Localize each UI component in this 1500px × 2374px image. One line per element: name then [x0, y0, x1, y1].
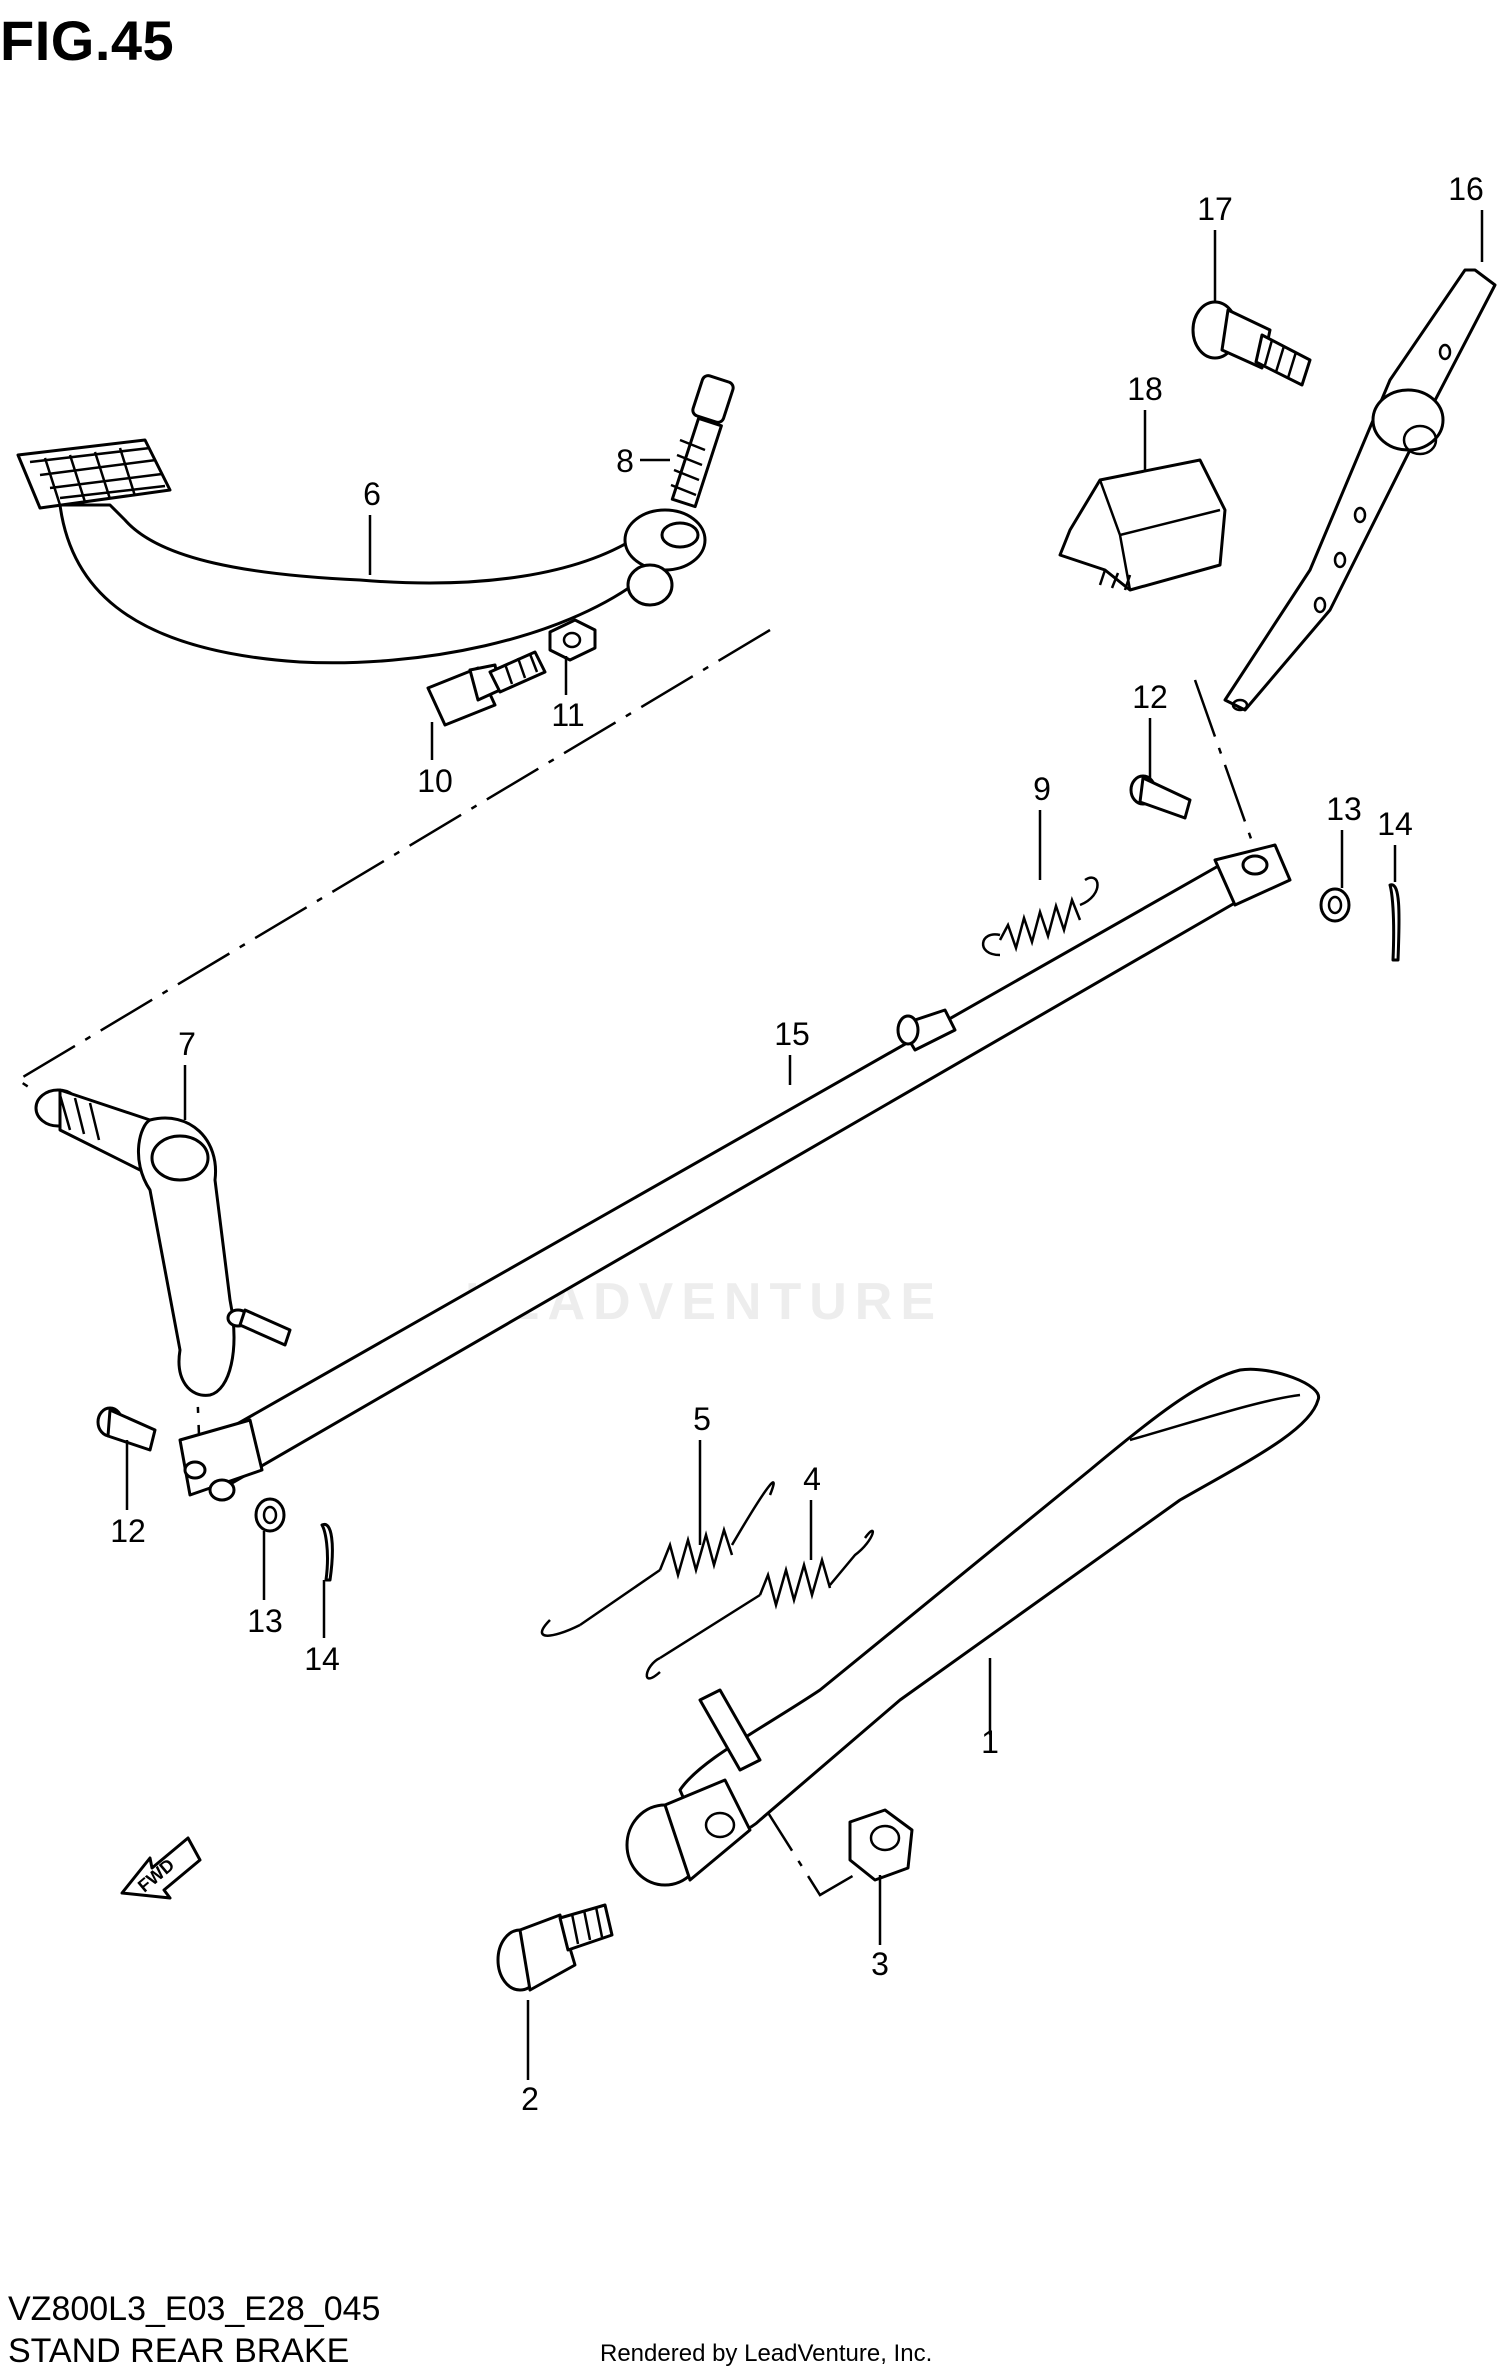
cover-18: [1058, 458, 1227, 592]
bolt-10: [426, 650, 547, 727]
assembly-line-pedal: [15, 628, 771, 1090]
leader-lines: [125, 210, 1484, 2080]
pivot-bolt-2: [496, 1903, 614, 1992]
washer-right: [1319, 887, 1351, 923]
callout-6: 6: [363, 476, 381, 512]
diagram-name: STAND REAR BRAKE: [8, 2332, 350, 2370]
spring-9: [981, 876, 1099, 957]
callout-16: 16: [1448, 171, 1484, 207]
brake-lever: [34, 1088, 292, 1397]
spring-4: [645, 1529, 875, 1680]
callout-labels: 1 2 3 4 5 6 7 8 9 10 11 12 12 13 13 14 1…: [110, 171, 1484, 2117]
callout-5: 5: [693, 1401, 711, 1437]
nut-3: [848, 1808, 914, 1882]
render-credit: Rendered by LeadVenture, Inc.: [600, 2340, 933, 2367]
callout-18: 18: [1127, 371, 1163, 407]
clevis-pin-right: [1129, 774, 1192, 820]
forward-direction-arrow: FWD: [120, 1836, 202, 1900]
shoulder-bolt-17: [1191, 300, 1312, 387]
callout-13-left: 13: [247, 1603, 283, 1639]
side-stand: [625, 1367, 1320, 1887]
clevis-pin-left: [96, 1406, 157, 1452]
brake-rod: [178, 843, 1292, 1502]
callout-1: 1: [981, 1724, 999, 1760]
cotter-pin-right: [1388, 883, 1401, 962]
nut-11: [548, 618, 597, 662]
callout-7: 7: [178, 1026, 196, 1062]
callout-11: 11: [551, 697, 584, 733]
figure-title: FIG.45: [0, 9, 175, 72]
callout-15: 15: [774, 1016, 810, 1052]
brake-pedal: [16, 438, 707, 665]
bolt-8: [670, 374, 735, 509]
callout-12-right: 12: [1132, 679, 1168, 715]
callout-17: 17: [1197, 191, 1233, 227]
callout-14-left: 14: [304, 1641, 340, 1677]
callout-4: 4: [803, 1461, 821, 1497]
callout-13-right: 13: [1326, 791, 1362, 827]
cotter-pin-left: [320, 1522, 334, 1582]
callout-10: 10: [417, 763, 453, 799]
diagram-code: VZ800L3_E03_E28_045: [8, 2290, 381, 2328]
callout-8: 8: [616, 443, 634, 479]
callout-3: 3: [871, 1946, 889, 1982]
assembly-line-stand: [758, 1799, 881, 1897]
washer-left: [254, 1497, 286, 1533]
callout-9: 9: [1033, 771, 1051, 807]
callout-12-left: 12: [110, 1513, 146, 1549]
callout-14-right: 14: [1377, 806, 1413, 842]
spring-5: [540, 1481, 775, 1637]
rear-brake-arm: [1223, 268, 1497, 712]
callout-2: 2: [521, 2081, 539, 2117]
assembly-line-lever-right: [1193, 679, 1257, 851]
